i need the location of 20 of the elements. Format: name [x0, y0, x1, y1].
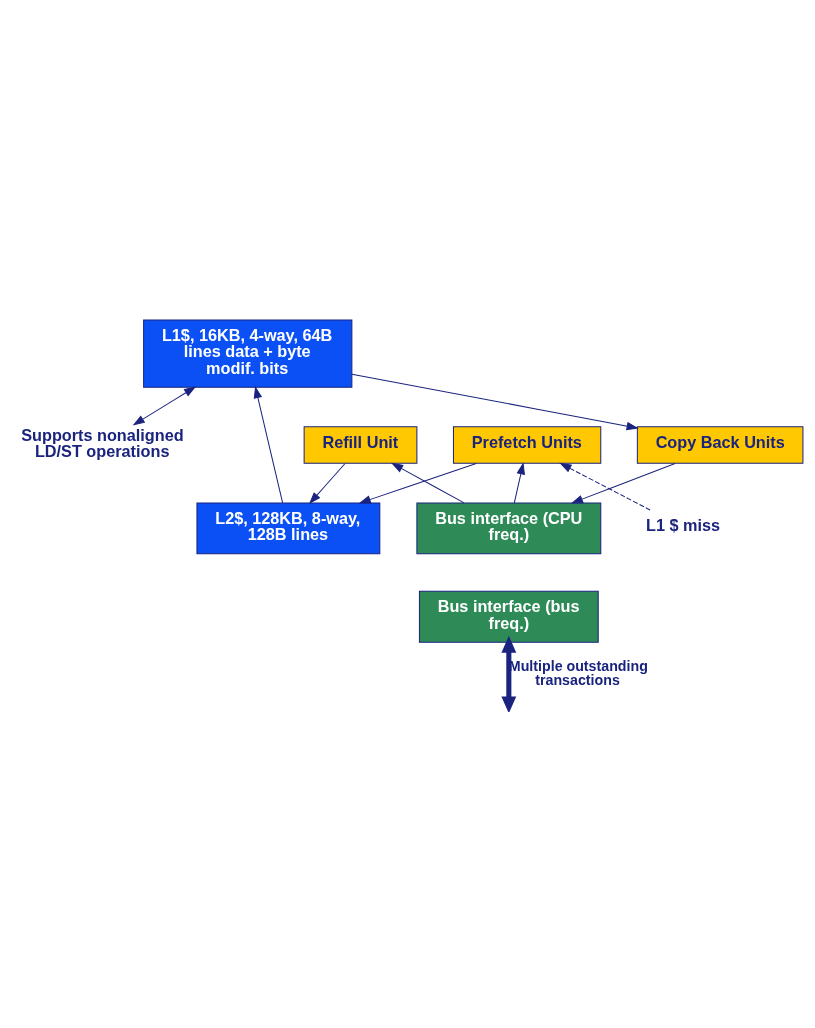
node-box: L2$, 128KB, 8-way, 128B lines	[195, 502, 380, 555]
arrow	[308, 463, 345, 505]
node-box: Copy Back Units	[636, 426, 803, 464]
node-box: L1$, 16KB, 4-way, 64B lines data + byte modif. bits	[142, 319, 352, 388]
node-box: Prefetch Units	[452, 426, 601, 464]
node-text: L1 $ miss	[645, 516, 720, 535]
edge-label: Multiple outstanding transactions	[508, 657, 648, 689]
arrow	[390, 462, 465, 504]
arrow	[558, 462, 651, 511]
arrow	[513, 462, 525, 504]
node-box: Refill Unit	[303, 426, 417, 464]
arrow	[500, 635, 516, 712]
node-text: Supports nonaligned LD/ST operations	[20, 425, 184, 461]
arrow	[570, 462, 676, 504]
arrow	[132, 386, 196, 426]
arrow	[253, 386, 283, 504]
arrow	[350, 373, 639, 431]
arrow	[358, 462, 477, 504]
node-box: Bus interface (CPU freq.)	[415, 502, 601, 555]
node-box: Bus interface (bus freq.)	[418, 590, 599, 643]
